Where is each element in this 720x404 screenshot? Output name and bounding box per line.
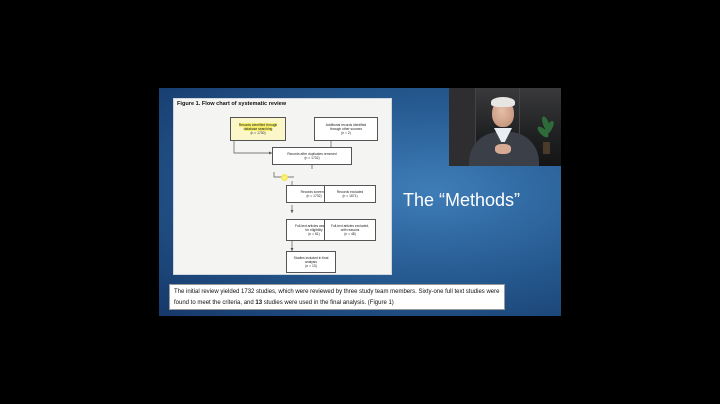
flowchart-box-excluded: Records excluded (n = 1671) <box>324 185 376 203</box>
flowchart-text: Records after duplicates removed <box>287 151 337 156</box>
flowchart-text: (n = 48) <box>344 232 356 237</box>
presenter-hand <box>495 144 511 154</box>
flowchart-text: Full-text articles assessed <box>295 223 333 228</box>
flowchart-text: Records identified through <box>238 122 278 127</box>
flowchart-text: (n = 1730) <box>250 131 266 136</box>
presenter-hair <box>491 97 515 107</box>
flowchart-text: database searching <box>243 126 273 132</box>
flowchart-box-database-records: Records identified through database sear… <box>230 117 286 141</box>
flowchart-box-included: Studies included in final analysis (n = … <box>286 251 336 273</box>
flowchart-text: with reasons <box>340 227 360 232</box>
caption-text-end: studies were used in the final analysis.… <box>262 299 394 306</box>
presenter-webcam <box>449 88 561 166</box>
flowchart-text: Records excluded <box>336 189 364 194</box>
caption-text: The initial review yielded 1732 studies,… <box>174 289 500 306</box>
flowchart-box-other-records: Additional records identified through ot… <box>314 117 378 141</box>
plant-icon <box>537 116 554 154</box>
caption-bold-count: 13 <box>255 299 263 306</box>
flowchart-figure: Figure 1. Flow chart of systematic revie… <box>173 98 392 275</box>
flowchart-text: (n = 1732) <box>304 156 320 160</box>
flowchart-text: Additional records identified <box>325 122 367 127</box>
flowchart-text: (n = 13) <box>305 264 317 269</box>
flowchart-text: analysis <box>305 259 317 264</box>
flowchart-text: (n = 2) <box>341 131 351 136</box>
flowchart-text: Records screened <box>300 189 328 194</box>
flowchart-box-fulltext-excluded: Full-text articles excluded, with reason… <box>324 219 376 241</box>
flowchart-text: (n = 1732) <box>306 194 322 198</box>
figure-title: Figure 1. Flow chart of systematic revie… <box>177 101 287 107</box>
caption-text-box: The initial review yielded 1732 studies,… <box>169 284 505 310</box>
flowchart-text: for eligibility <box>305 227 323 232</box>
flowchart-text: Full-text articles excluded, <box>330 223 370 228</box>
flowchart-text: (n = 61) <box>308 232 320 237</box>
connector-line <box>233 141 272 154</box>
slide-heading: The “Methods” <box>403 190 521 210</box>
flowchart-text: Studies included in final <box>293 255 329 260</box>
cursor-highlight <box>281 174 288 181</box>
flowchart-text: (n = 1671) <box>342 194 358 198</box>
flowchart-text: through other sources <box>329 126 363 131</box>
flowchart-box-after-duplicates: Records after duplicates removed (n = 17… <box>272 147 352 165</box>
